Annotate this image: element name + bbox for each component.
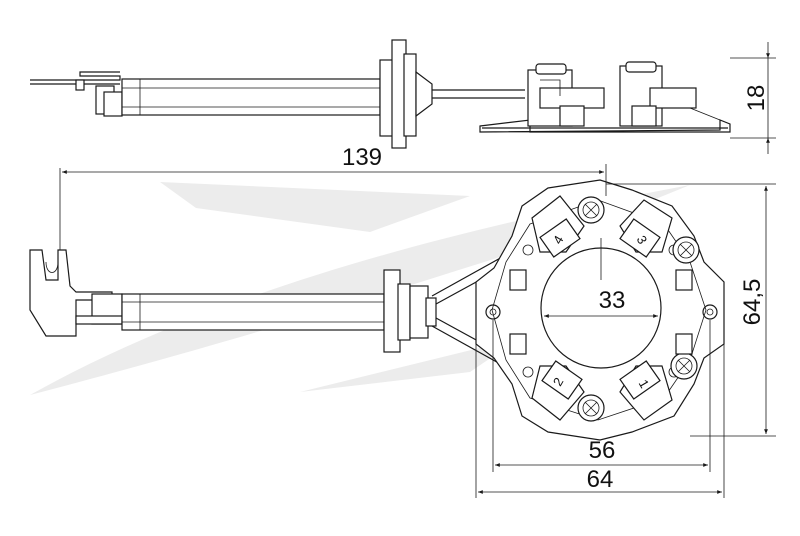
cable: [121, 293, 385, 331]
dimension-overall-length: 139: [59, 144, 607, 250]
brush-holder-3: 3: [619, 199, 673, 258]
brush-holder-2: 2: [531, 360, 585, 421]
dimension-label-139: 139: [342, 144, 382, 171]
top-view: 4 3 2 1: [29, 179, 725, 441]
spring-right: [672, 236, 700, 264]
dimension-label-18: 18: [743, 85, 770, 112]
terminal-lug: [29, 249, 113, 337]
spring-bottom: [577, 394, 605, 422]
spring-top: [577, 196, 605, 224]
dimension-label-56: 56: [589, 437, 616, 464]
dimension-outer-width: 64: [475, 300, 725, 498]
mounting-hole-left: [485, 304, 501, 320]
dimension-label-64-5: 64,5: [739, 279, 766, 326]
dimension-commutator-diameter: 33: [544, 287, 658, 318]
brush-holder-1: 1: [619, 360, 673, 421]
spring-bottom-right: [670, 352, 698, 380]
mounting-hole-right: [702, 304, 718, 320]
dimension-label-33: 33: [599, 287, 626, 314]
dimension-inner-width: 56: [492, 320, 711, 472]
brush-holder-4: 4: [531, 195, 585, 258]
dimension-height-side: 18: [730, 42, 776, 154]
dimension-height: 64,5: [606, 183, 776, 437]
side-view: [30, 39, 731, 149]
dimension-label-64: 64: [587, 466, 614, 493]
